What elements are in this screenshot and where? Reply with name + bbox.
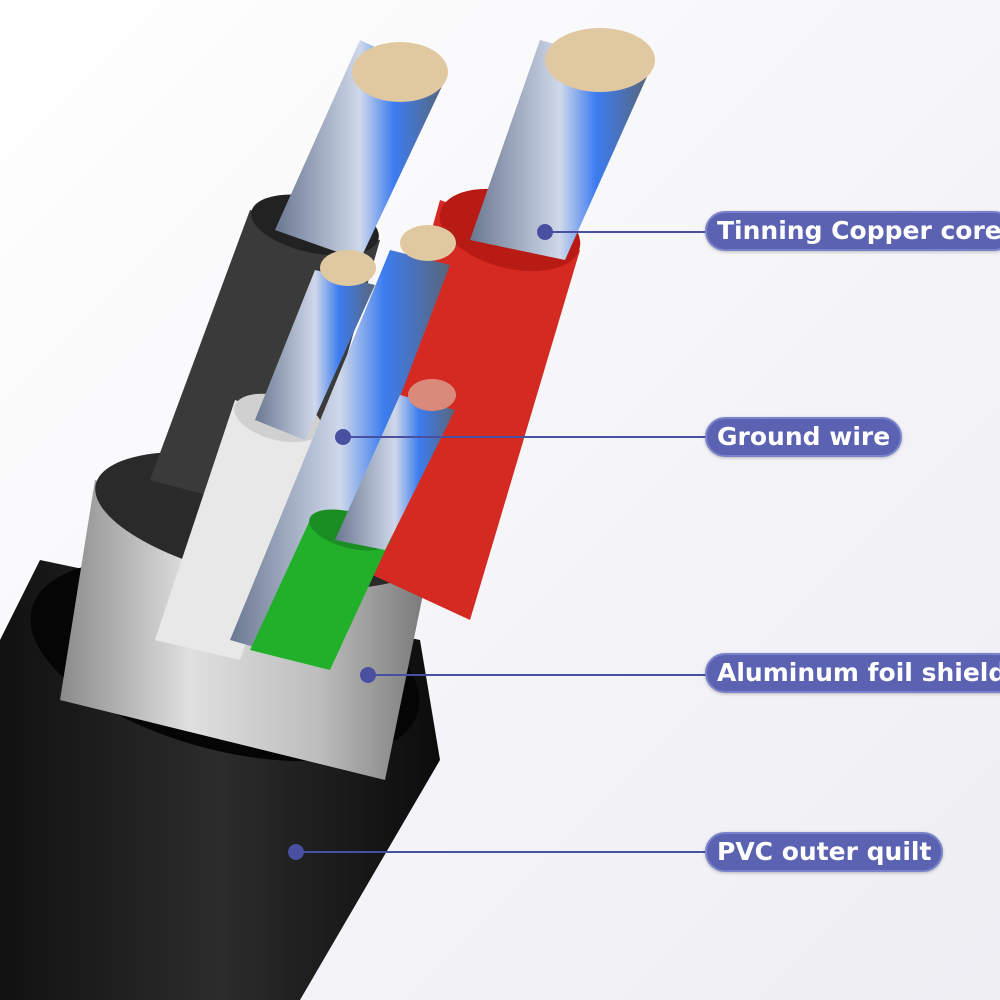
label-tinning-copper-core: Tinning Copper core (705, 211, 1000, 251)
marker-dot-foil (360, 667, 376, 683)
marker-dot-copper (537, 224, 553, 240)
ground-wire (230, 225, 456, 660)
wire-green (250, 379, 456, 670)
marker-dot-ground (335, 429, 351, 445)
label-aluminum-foil-shield: Aluminum foil shield (705, 653, 1000, 693)
marker-dot-pvc (288, 844, 304, 860)
label-pvc-outer-quilt: PVC outer quilt (705, 832, 944, 872)
label-ground-wire: Ground wire (705, 417, 903, 457)
wire-white (155, 250, 376, 660)
